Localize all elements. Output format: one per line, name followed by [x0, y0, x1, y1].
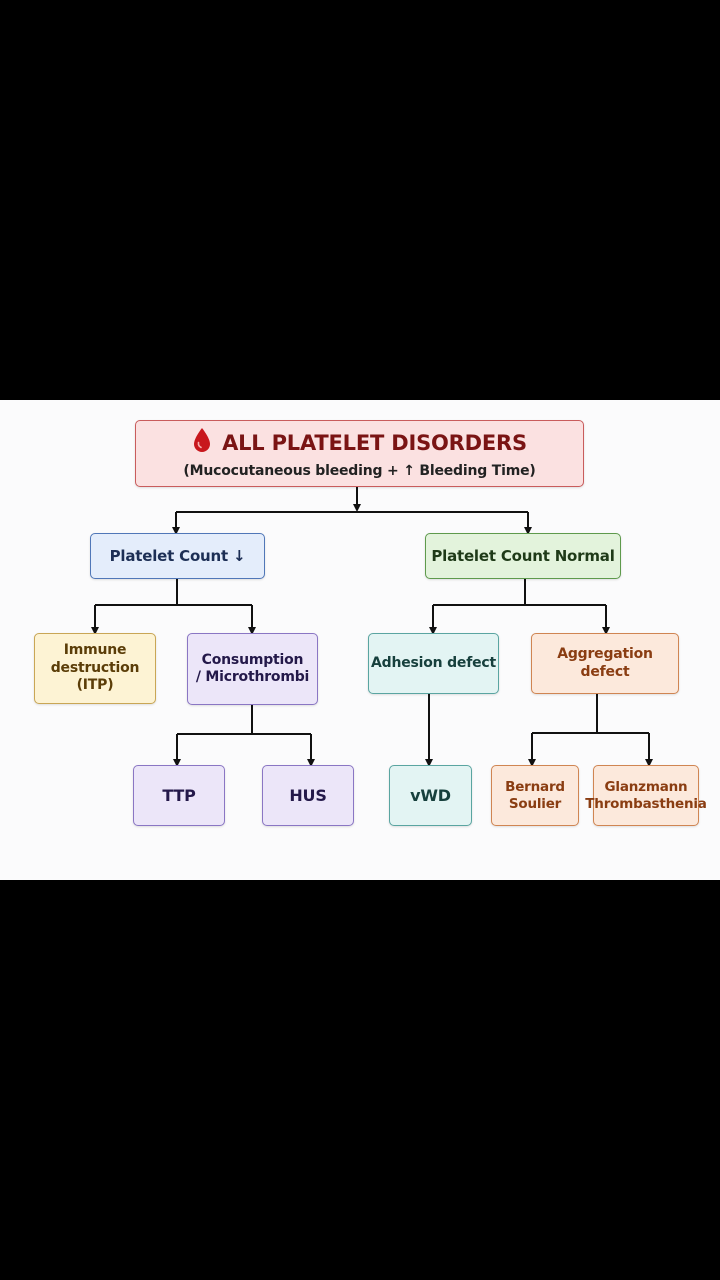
glanzmann-line-1: Glanzmann: [604, 778, 688, 795]
immune-line-3: (ITP): [76, 677, 114, 694]
flowchart-canvas: ALL PLATELET DISORDERS (Mucocutaneous bl…: [0, 400, 720, 880]
ttp-label: TTP: [162, 785, 196, 805]
node-adhesion-defect: Adhesion defect: [368, 633, 499, 694]
aggregation-label: Aggregation defect: [557, 646, 653, 680]
node-platelet-count-normal: Platelet Count Normal: [425, 533, 621, 579]
node-bernard-soulier: Bernard Soulier: [491, 765, 579, 826]
blood-drop-icon: [192, 427, 212, 459]
node-platelet-count-normal-label: Platelet Count Normal: [431, 546, 615, 565]
bernard-line-1: Bernard: [505, 778, 565, 795]
consumption-line-2: / Microthrombi: [195, 669, 310, 685]
node-hus: HUS: [262, 765, 354, 826]
node-consumption-microthrombi: Consumption / Microthrombi: [187, 633, 318, 705]
root-node-all-platelet-disorders: ALL PLATELET DISORDERS (Mucocutaneous bl…: [135, 420, 584, 487]
vwd-label: vWD: [410, 785, 451, 805]
node-immune-destruction: Immune destruction (ITP): [34, 633, 156, 704]
node-platelet-count-low: Platelet Count ↓: [90, 533, 265, 579]
node-ttp: TTP: [133, 765, 225, 826]
node-aggregation-defect: Aggregation defect: [531, 633, 679, 694]
immune-line-2: destruction: [50, 659, 140, 676]
node-platelet-count-low-label: Platelet Count ↓: [109, 546, 246, 565]
connector-lines: [91, 487, 653, 767]
root-title: ALL PLATELET DISORDERS: [222, 430, 527, 455]
bernard-line-2: Soulier: [508, 795, 562, 812]
glanzmann-line-2: Thrombasthenia: [585, 795, 707, 812]
adhesion-label: Adhesion defect: [370, 654, 496, 671]
hus-label: HUS: [289, 785, 327, 805]
root-subtitle: (Mucocutaneous bleeding + ↑ Bleeding Tim…: [183, 462, 536, 479]
consumption-line-1: Consumption: [201, 651, 304, 668]
immune-line-1: Immune: [63, 642, 127, 659]
node-glanzmann-thrombasthenia: Glanzmann Thrombasthenia: [585, 765, 707, 826]
root-title-row: ALL PLATELET DISORDERS: [192, 427, 527, 459]
node-vwd: vWD: [389, 765, 472, 826]
